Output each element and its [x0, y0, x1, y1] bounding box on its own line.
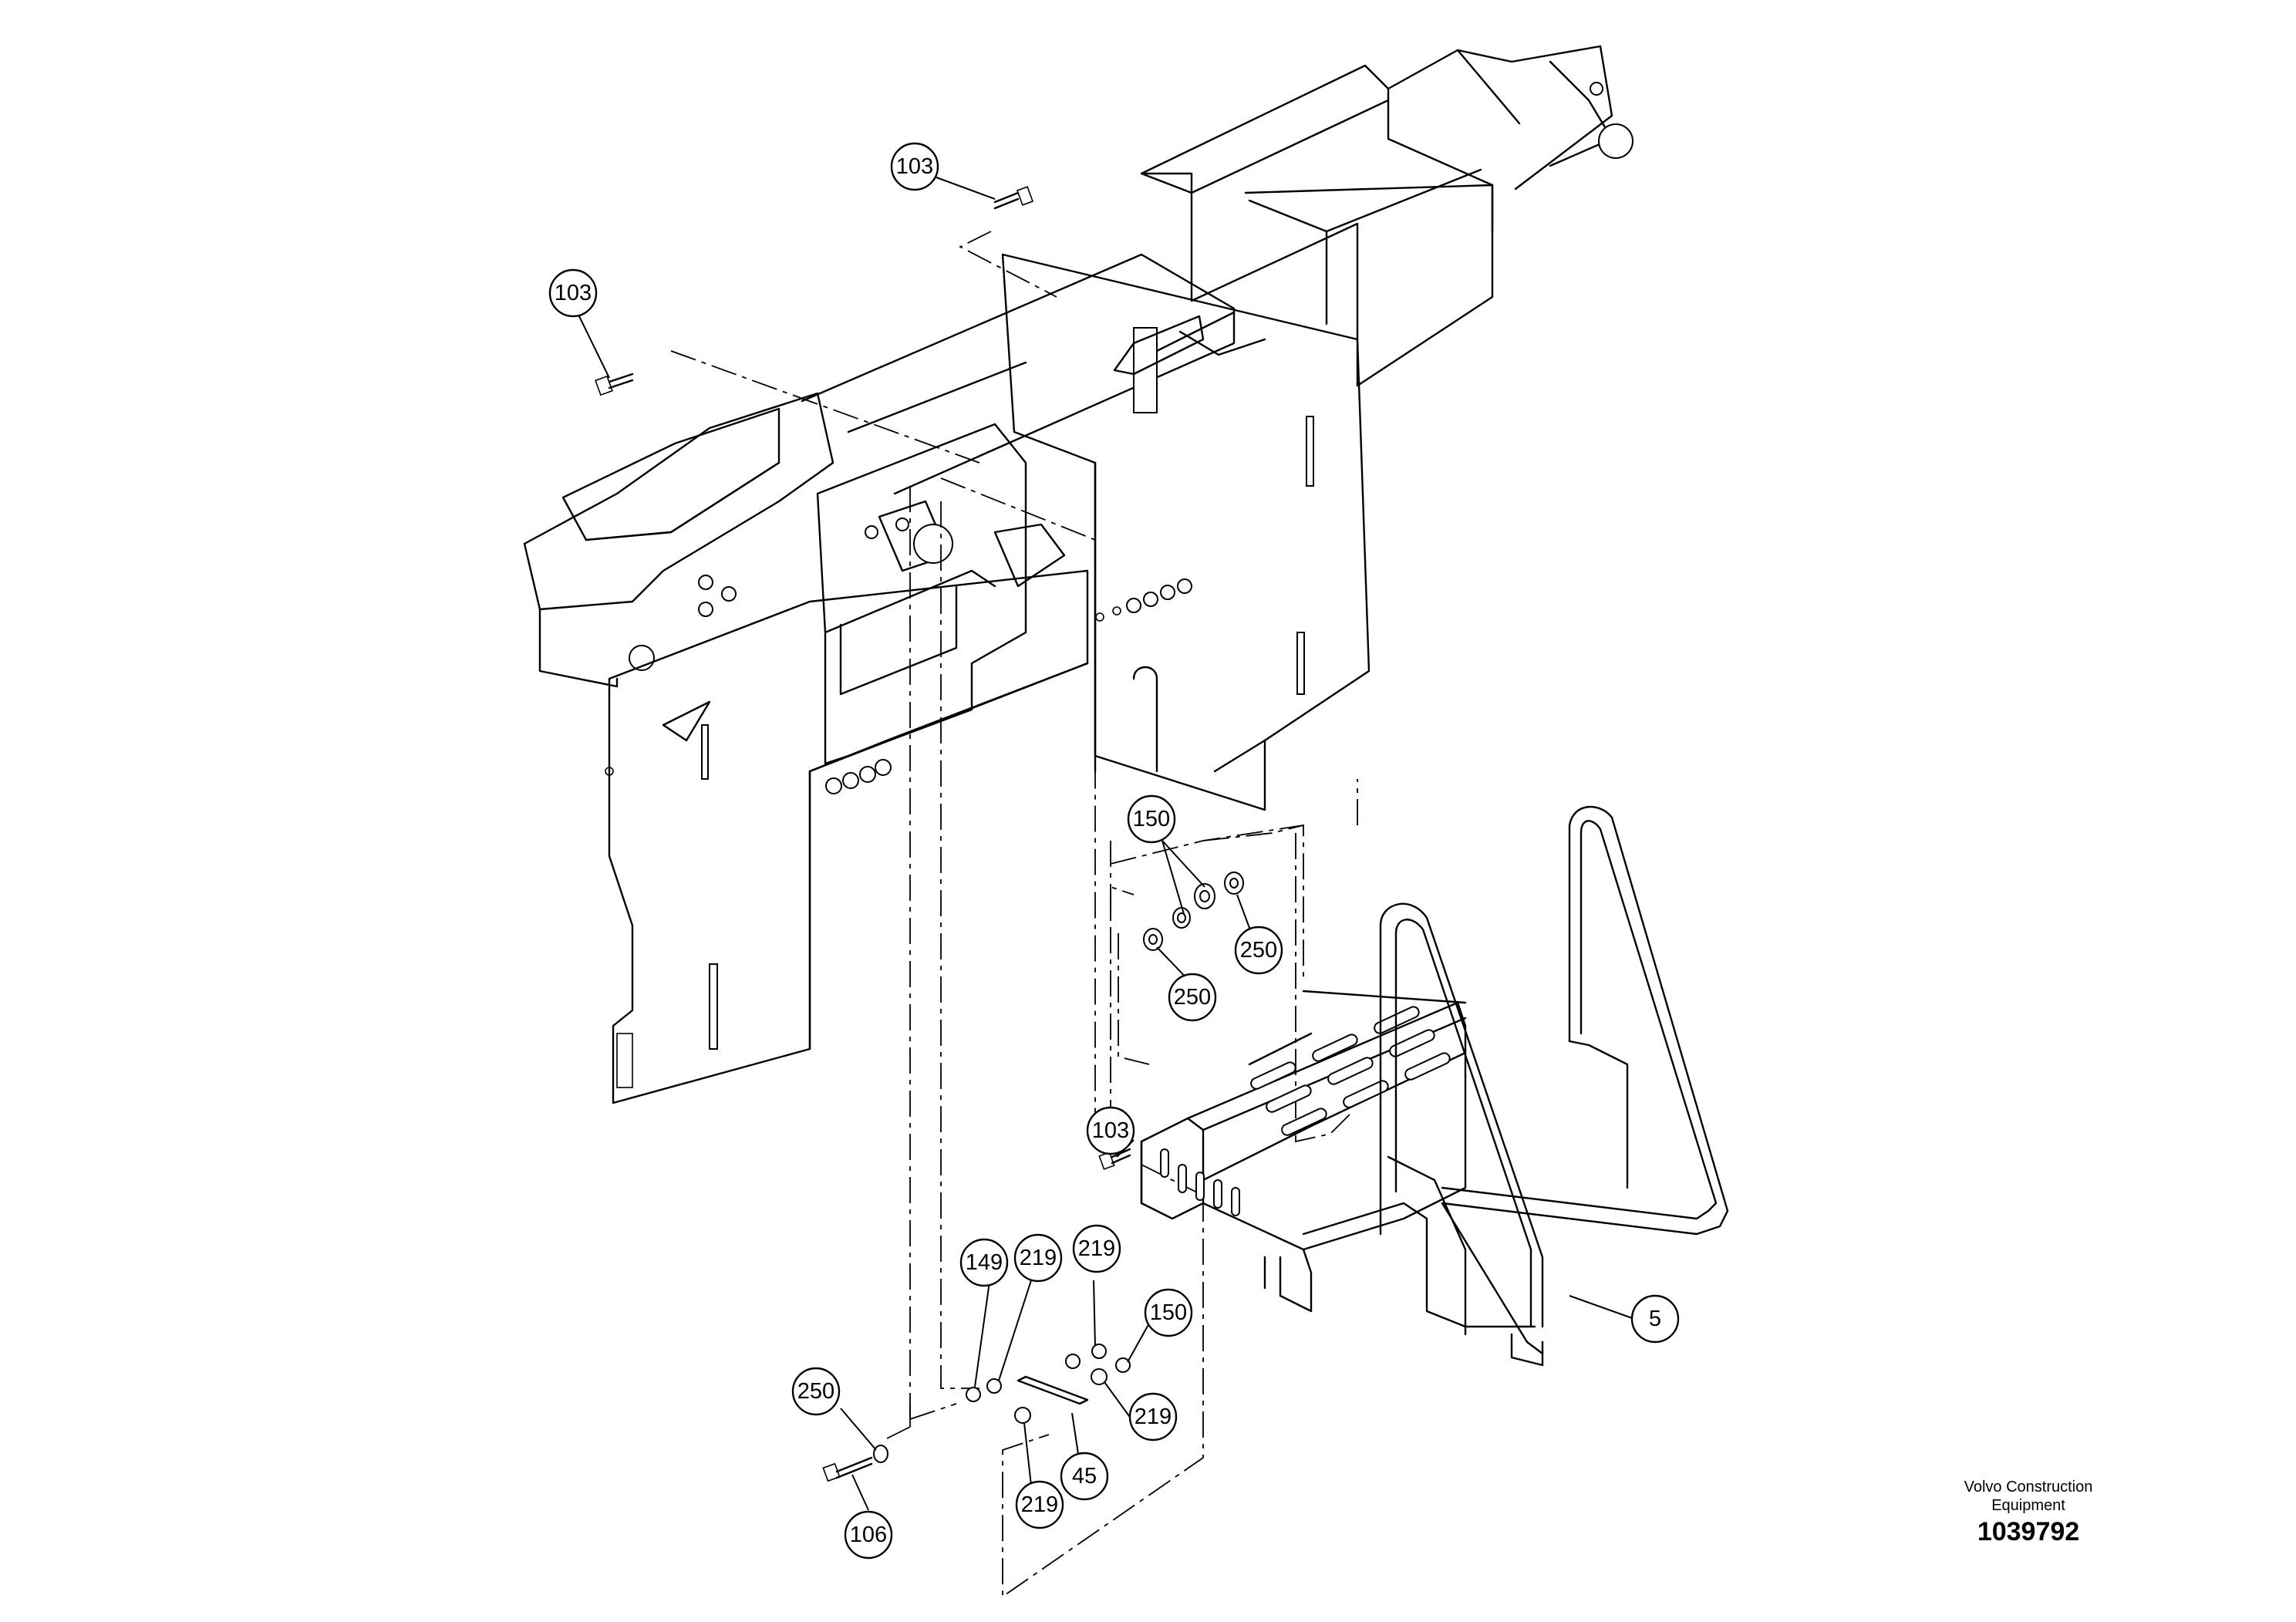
callout-250-right: 250	[1234, 926, 1283, 975]
leader-lines	[578, 177, 1635, 1511]
callout-5: 5	[1630, 1294, 1680, 1344]
svg-text:219: 219	[1078, 1236, 1115, 1261]
callout-103-left: 103	[548, 268, 598, 318]
svg-text:45: 45	[1072, 1464, 1097, 1489]
svg-text:5: 5	[1649, 1307, 1661, 1331]
callout-250-center: 250	[1168, 973, 1217, 1022]
svg-text:149: 149	[966, 1250, 1003, 1275]
svg-text:103: 103	[555, 281, 592, 305]
document-number: 1039792	[1977, 1517, 2080, 1546]
callout-250-lower: 250	[791, 1367, 841, 1416]
callout-219-a: 219	[1013, 1233, 1063, 1283]
svg-text:150: 150	[1133, 807, 1170, 831]
callout-106: 106	[844, 1510, 893, 1560]
svg-text:219: 219	[1020, 1246, 1057, 1270]
assembly-lines	[670, 231, 1358, 1598]
callout-150-upper: 150	[1127, 794, 1176, 844]
callout-219-b: 219	[1072, 1224, 1121, 1273]
callout-45: 45	[1060, 1452, 1109, 1501]
svg-text:106: 106	[850, 1523, 887, 1547]
svg-text:103: 103	[1092, 1118, 1129, 1143]
svg-text:250: 250	[1240, 938, 1277, 963]
callout-219-d: 219	[1015, 1480, 1064, 1529]
callout-103-top: 103	[890, 142, 939, 191]
svg-text:250: 250	[1174, 985, 1211, 1010]
callout-219-c: 219	[1128, 1392, 1178, 1442]
svg-text:219: 219	[1021, 1492, 1058, 1517]
svg-text:250: 250	[797, 1379, 834, 1404]
svg-text:150: 150	[1150, 1300, 1187, 1325]
main-frame	[523, 45, 1633, 1104]
step-assembly	[1140, 806, 1729, 1367]
fasteners	[595, 186, 1244, 1482]
svg-text:103: 103	[896, 154, 933, 179]
callout-149: 149	[959, 1238, 1009, 1287]
brand-company-line2: Equipment	[1991, 1497, 2065, 1514]
svg-text:219: 219	[1135, 1404, 1172, 1429]
callout-103-lower: 103	[1086, 1106, 1135, 1155]
brand-block: Volvo Construction Equipment	[1905, 1478, 2152, 1515]
brand-company: Volvo Construction	[1964, 1479, 2093, 1496]
callout-150-lower: 150	[1144, 1288, 1193, 1337]
